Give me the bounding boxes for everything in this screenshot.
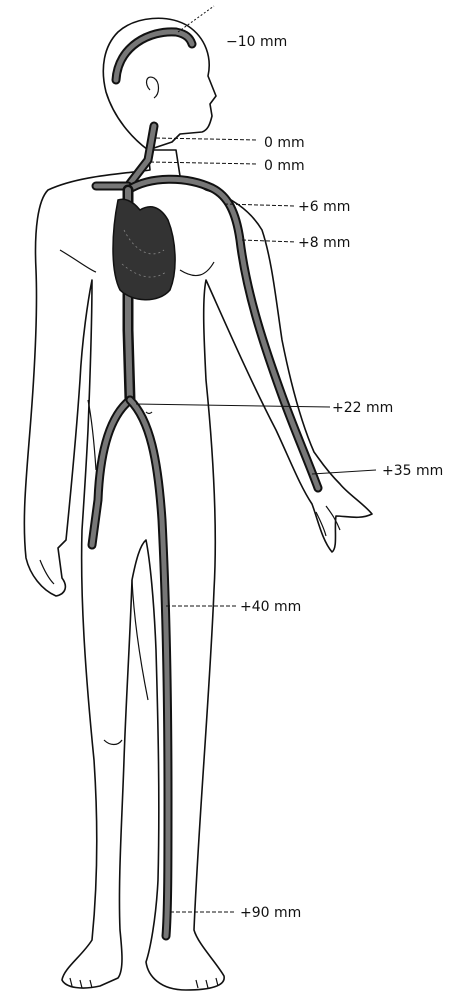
torso-limbs-outline [24, 150, 372, 990]
label-abdomen: +22 mm [332, 400, 393, 416]
head-outline [103, 18, 216, 150]
inner-leg-line [132, 580, 148, 700]
label-shoulder: +6 mm [298, 199, 350, 215]
label-thigh: +40 mm [240, 599, 301, 615]
label-head: −10 mm [226, 34, 287, 50]
label-hand: +35 mm [382, 463, 443, 479]
label-neck-lower: 0 mm [264, 158, 305, 174]
label-upper-arm: +8 mm [298, 235, 350, 251]
human-body-outline [24, 18, 372, 990]
label-neck-upper: 0 mm [264, 135, 305, 151]
label-ankle: +90 mm [240, 905, 301, 921]
